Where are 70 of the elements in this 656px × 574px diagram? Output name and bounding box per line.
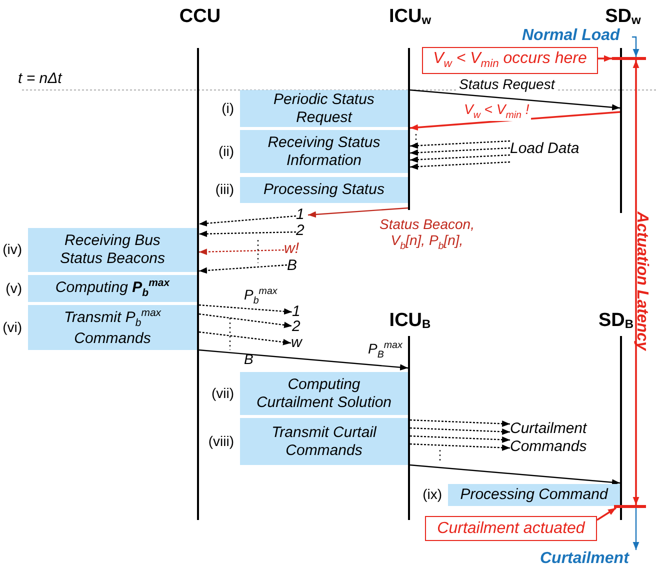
dotted-arrow: [198, 313, 292, 328]
process-label: Computing Curtailment Solution: [255, 376, 393, 412]
dotted-arrow: [410, 140, 510, 149]
step-number: (viii): [208, 432, 234, 448]
dotted-arrow: [198, 215, 296, 227]
callout-box: [425, 516, 597, 541]
arrow: [632, 60, 640, 505]
step-number: (ii): [218, 142, 234, 158]
arrow: [632, 508, 640, 550]
lifeline-header: ICU$_{w}$: [375, 6, 445, 32]
arrow: [598, 55, 612, 62]
lifeline: [197, 48, 199, 520]
process-label: Processing Status: [264, 181, 384, 199]
callout-box: [422, 47, 598, 74]
dotted-arrow: [198, 264, 288, 274]
message-label: 1: [296, 206, 308, 225]
arrow: [410, 111, 620, 131]
process-label: Receiving Bus Status Beacons: [58, 232, 166, 268]
lifeline-header: ICU$_{B}$: [375, 310, 445, 336]
dotted-arrow: [410, 419, 510, 427]
callout-text: V$_{w}$ < V$_{min}$ occurs here: [433, 50, 587, 71]
event-marker: [612, 57, 646, 60]
lifeline: [620, 336, 622, 520]
step-number: (iii): [215, 181, 234, 197]
lifeline-header: CCU: [170, 6, 230, 32]
dotted-arrow: [198, 230, 296, 238]
dotted-arrow: [198, 331, 292, 346]
dotted-arrow: [410, 154, 510, 163]
lifeline: [620, 48, 622, 213]
arrow: [410, 89, 620, 110]
dotted-arrow: [410, 147, 510, 156]
status-label: Curtailment: [540, 550, 644, 570]
step-number: (ix): [422, 486, 442, 502]
arrow: [596, 507, 616, 521]
dotted-arrow: [410, 427, 510, 435]
message-label: B: [244, 351, 254, 367]
message-label: w: [291, 334, 305, 353]
dotted-arrow: [410, 435, 510, 443]
process-label: Processing Command: [460, 486, 608, 504]
edge-label: Status Request: [457, 76, 557, 92]
dotted-arrow: [198, 304, 292, 315]
message-label: Curtailment Commands: [510, 420, 610, 458]
process-label: Periodic Status Request: [272, 90, 376, 126]
message-label: 2: [296, 222, 308, 241]
message-label: B: [287, 257, 301, 276]
step-number: (i): [222, 100, 234, 116]
callout-text: Curtailment actuated: [437, 520, 585, 538]
edge-label: Actuation Latency: [633, 210, 650, 352]
message-label: Load Data: [510, 140, 600, 160]
process-label: Transmit Curtail Commands: [270, 424, 378, 460]
lifeline: [408, 48, 410, 210]
status-label: Normal Load: [522, 27, 632, 47]
message-label: w!: [284, 240, 306, 259]
step-number: (vi): [2, 318, 22, 334]
arrow: [308, 207, 408, 218]
edge-label: V$_{w}$ < V$_{min}$ !: [462, 101, 532, 121]
dotted-arrow: [410, 161, 510, 170]
dotted-arrow: [198, 248, 284, 255]
lifeline: [408, 336, 410, 520]
time-label: t = nΔt: [18, 70, 62, 87]
dotted-arrow: [410, 443, 510, 451]
step-number: (vii): [211, 384, 234, 400]
message-label: Status Beacon, V$_{b}$[n], P$_{b}$[n],: [378, 216, 476, 252]
arrow: [632, 36, 640, 57]
step-number: (iv): [2, 241, 22, 257]
arrow: [410, 464, 620, 486]
step-number: (v): [6, 280, 22, 296]
arrow: [198, 349, 408, 370]
event-marker: [614, 505, 646, 508]
process-label: Receiving Status Information: [266, 134, 382, 170]
